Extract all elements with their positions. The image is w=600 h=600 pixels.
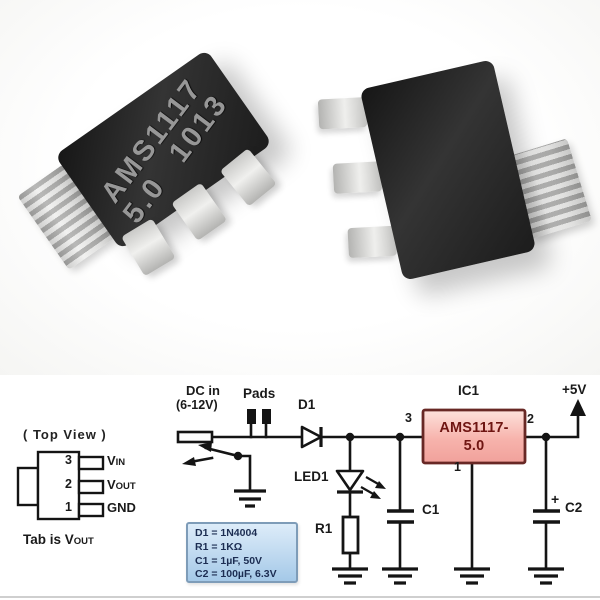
gnd-base: GND	[107, 500, 136, 515]
dc-jack-symbol	[176, 430, 214, 466]
tab-note-sub: OUT	[73, 536, 94, 547]
capacitor-symbol-c2	[533, 509, 560, 524]
d1-label: D1	[298, 397, 316, 412]
pinout-gnd-label: GND	[107, 500, 136, 515]
legend-line-r1: R1 = 1KΩ	[195, 540, 243, 553]
led-light-arrows	[360, 476, 386, 499]
ic1-part-line2: 5.0	[463, 437, 485, 454]
pinout-package-drawing	[16, 450, 105, 521]
pinout-pin1-number: 1	[65, 500, 72, 514]
pinout-pin3-number: 3	[65, 453, 72, 467]
c2-polarity-plus: +	[551, 491, 560, 507]
ic1-part-text: AMS1117- 5.0	[423, 410, 525, 463]
capacitor-symbol-c1	[387, 509, 414, 524]
pinout-pin2-number: 2	[65, 477, 72, 491]
pinout-vin-label: VIN	[107, 453, 125, 468]
ground-symbols	[234, 489, 564, 585]
pinout-pin2	[77, 479, 105, 495]
legend-line-c1: C1 = 1µF, 50V	[195, 554, 263, 567]
output-5v-label: +5V	[562, 382, 587, 397]
output-arrow	[570, 399, 586, 416]
resistor-symbol	[341, 515, 360, 555]
chip-photo: AMS1117 5.0 1013	[0, 0, 600, 375]
pads-label: Pads	[243, 386, 276, 401]
legend-line-c2: C2 = 100µF, 6.3V	[195, 568, 277, 581]
led1-label: LED1	[294, 469, 329, 484]
diode-symbol	[300, 425, 323, 449]
ic1-box	[421, 408, 527, 465]
junction-dots	[233, 432, 551, 461]
ic1-pin3-number: 3	[405, 411, 412, 425]
pad-symbols	[247, 409, 271, 424]
vout-base: V	[107, 477, 116, 492]
vin-sub: IN	[115, 457, 126, 468]
ic1-pin2-number: 2	[527, 412, 534, 426]
tab-note: Tab is VOUT	[23, 532, 94, 547]
ic1-pin1-number: 1	[454, 460, 461, 474]
ic1-label: IC1	[458, 383, 480, 398]
r1-label: R1	[315, 521, 333, 536]
wires	[188, 411, 580, 571]
pinout-pin3	[77, 455, 105, 471]
parts-legend: D1 = 1N4004 R1 = 1KΩ C1 = 1µF, 50V C2 = …	[186, 522, 298, 583]
tab-note-base: Tab is V	[23, 532, 74, 547]
pinout-title: ( Top View )	[23, 427, 107, 442]
vout-sub: OUT	[115, 481, 136, 492]
dc-in-label: DC in	[186, 383, 220, 398]
c1-label: C1	[422, 502, 440, 517]
dc-in-range-label: (6-12V)	[176, 398, 218, 412]
pinout-pin1	[77, 502, 105, 518]
pinout-vout-label: VOUT	[107, 477, 136, 492]
vin-base: V	[107, 453, 116, 468]
pinout-tab	[16, 466, 40, 507]
ic1-part-line1: AMS1117-	[439, 419, 509, 436]
legend-line-d1: D1 = 1N4004	[195, 527, 258, 539]
led-symbol	[335, 469, 386, 499]
c2-label: C2	[565, 500, 583, 515]
